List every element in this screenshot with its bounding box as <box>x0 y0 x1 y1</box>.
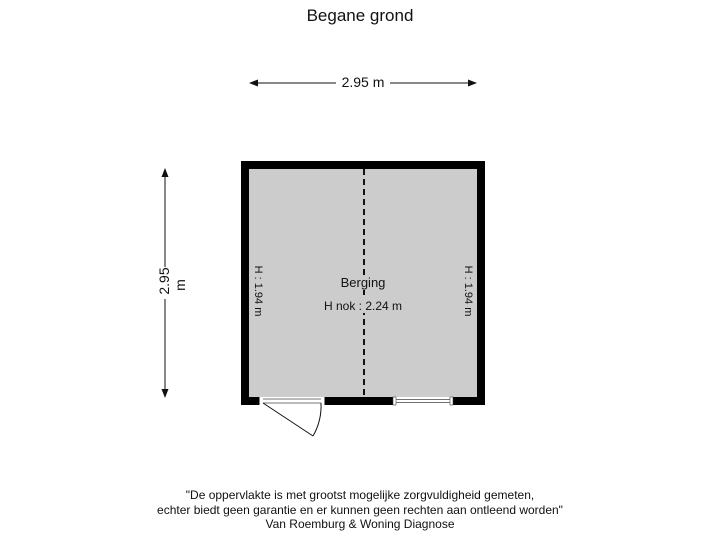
arrow-down-icon <box>161 389 169 398</box>
door-leaf <box>262 402 314 437</box>
arrow-right-icon <box>468 79 477 87</box>
disclaimer-line-2: echter biedt geen garantie en er kunnen … <box>157 502 563 517</box>
arrow-up-icon <box>161 168 169 177</box>
wall-height-left-label: H : 1.94 m <box>252 265 264 317</box>
door-opening <box>259 397 325 405</box>
disclaimer-line-3: Van Roemburg & Woning Diagnose <box>265 517 455 531</box>
floor-title: Begane grond <box>306 6 414 25</box>
room-name: Berging <box>338 275 388 290</box>
disclaimer-line-1: "De oppervlakte is met grootst mogelijke… <box>185 488 535 502</box>
wall-height-right-label: H : 1.94 m <box>462 265 474 317</box>
arrow-left-icon <box>249 79 258 87</box>
ridge-height-label: H nok : 2.24 m <box>321 299 405 313</box>
disclaimer: "De oppervlakte is met grootst mogelijke… <box>0 488 720 532</box>
window-opening <box>393 397 453 405</box>
door-swing-arc <box>312 402 322 437</box>
width-dimension-label: 2.95 m <box>248 74 478 90</box>
depth-dimension-label: 2.95 m <box>156 261 188 305</box>
